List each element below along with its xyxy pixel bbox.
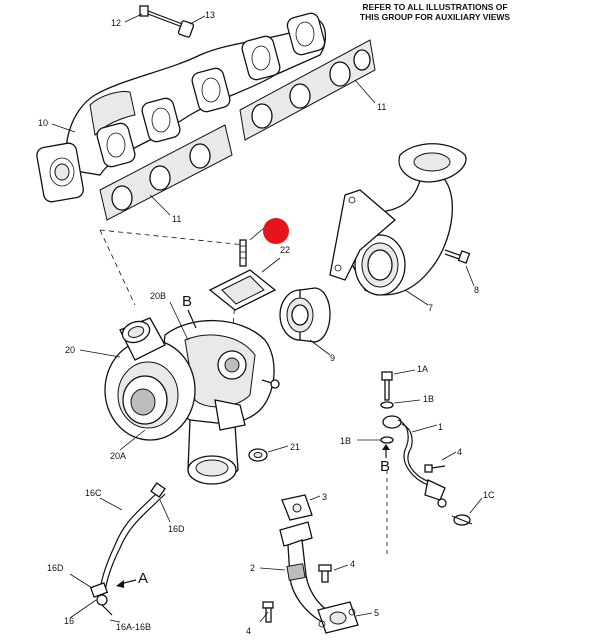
label-1: 1 <box>438 422 443 432</box>
flange-5[interactable] <box>317 601 359 634</box>
view-label-b-top: B <box>182 293 192 310</box>
view-label-b-low: B <box>380 458 390 475</box>
gasket-22[interactable] <box>208 269 277 311</box>
bolt-4-upper[interactable] <box>424 464 446 473</box>
label-4-mid: 4 <box>350 559 355 569</box>
red-marker[interactable] <box>263 218 289 244</box>
gasket-11-lower[interactable] <box>99 124 233 221</box>
view-a-arrow <box>116 579 137 588</box>
drain-tube-2[interactable] <box>279 521 331 623</box>
label-20B: 20B <box>150 291 166 301</box>
label-12: 12 <box>111 18 121 28</box>
ring-9[interactable] <box>279 287 331 343</box>
label-1B-left: 1B <box>340 436 351 446</box>
oil-line-1[interactable] <box>382 415 447 508</box>
label-4-upper: 4 <box>457 447 462 457</box>
label-16D-left: 16D <box>47 563 64 573</box>
turbocharger-20[interactable] <box>104 317 280 485</box>
label-13: 13 <box>205 10 215 20</box>
washer-1B-upper[interactable] <box>380 401 394 409</box>
stud-22[interactable] <box>239 239 247 267</box>
bolt-12[interactable] <box>139 5 186 29</box>
label-16C: 16C <box>85 488 102 498</box>
label-20: 20 <box>65 345 75 355</box>
label-11-upper: 11 <box>377 102 386 112</box>
clip-1C[interactable] <box>451 514 473 526</box>
label-2: 2 <box>250 563 255 573</box>
label-8: 8 <box>474 285 479 295</box>
label-1A: 1A <box>417 364 428 374</box>
label-5: 5 <box>374 608 379 618</box>
view-b-arrow <box>382 444 390 458</box>
view-label-a: A <box>138 570 148 587</box>
fitting-16A-16B[interactable] <box>96 594 113 616</box>
gasket-11-upper[interactable] <box>239 39 376 141</box>
banjo-bolt-1A[interactable] <box>381 371 393 401</box>
label-11-lower: 11 <box>172 214 181 224</box>
gasket-3[interactable] <box>281 494 313 521</box>
washer-21[interactable] <box>248 448 268 462</box>
label-7: 7 <box>428 303 433 313</box>
label-9: 9 <box>330 353 335 363</box>
label-1C: 1C <box>483 490 495 500</box>
label-20A: 20A <box>110 451 126 461</box>
label-16D-right: 16D <box>168 524 185 534</box>
label-4-low: 4 <box>246 626 251 636</box>
label-16A-16B: 16A-16B <box>116 622 151 632</box>
elbow-7[interactable] <box>329 143 467 296</box>
washer-1B-lower[interactable] <box>380 436 394 444</box>
note-line-2: THIS GROUP FOR AUXILIARY VIEWS <box>360 12 511 22</box>
label-3: 3 <box>322 492 327 502</box>
coolant-line-16C[interactable] <box>89 482 166 598</box>
bolt-8[interactable] <box>444 249 471 264</box>
label-10: 10 <box>38 118 48 128</box>
label-16: 16 <box>64 616 74 626</box>
note-line-1: REFER TO ALL ILLUSTRATIONS OF <box>362 2 507 12</box>
label-21: 21 <box>290 442 300 452</box>
view-b-arrow-top <box>187 309 197 329</box>
label-1B-right: 1B <box>423 394 434 404</box>
label-22: 22 <box>280 245 290 255</box>
exhaust-manifold-10[interactable] <box>36 12 327 204</box>
spacer-13[interactable] <box>177 20 195 38</box>
bolt-4-mid[interactable] <box>318 564 332 583</box>
